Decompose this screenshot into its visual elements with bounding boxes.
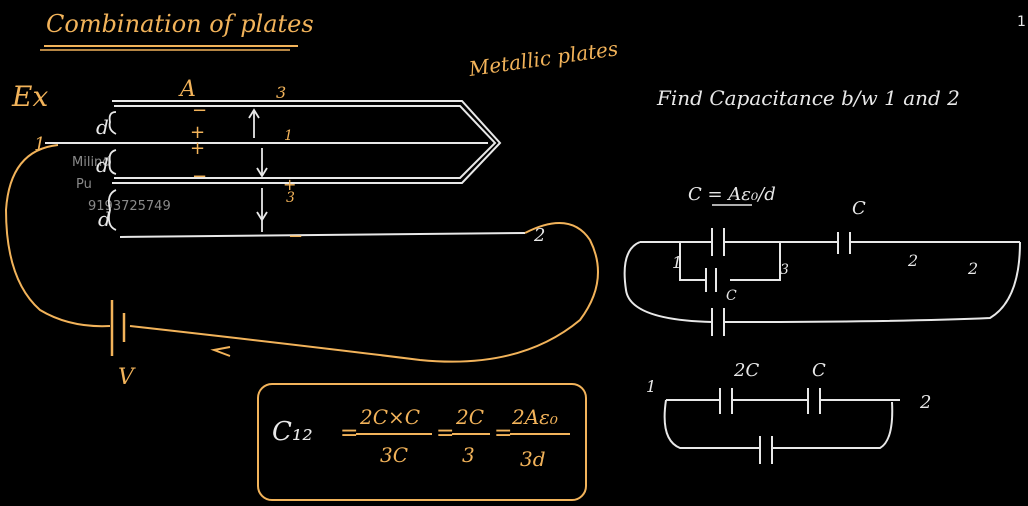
circuit-1-node-1: 1 bbox=[672, 253, 682, 272]
gap-label-3: d bbox=[98, 207, 111, 231]
charge-1: − bbox=[192, 100, 207, 121]
circuit-1-label-c-mid: C bbox=[726, 288, 737, 304]
braces bbox=[107, 111, 117, 231]
circuit-1-node-3: 3 bbox=[780, 262, 789, 278]
left-wire bbox=[4, 144, 599, 363]
circuit-1-node-2a: 2 bbox=[907, 251, 918, 270]
gap-label-2: d bbox=[96, 153, 109, 177]
equals-3: = bbox=[494, 421, 512, 446]
result-box bbox=[257, 383, 587, 501]
fraction-2-num: 2C bbox=[455, 405, 484, 429]
plates bbox=[45, 100, 526, 238]
bottom-plate bbox=[119, 232, 526, 238]
fraction-1-num: 2C×C bbox=[359, 405, 420, 429]
fraction-3-num: 2Aε₀ bbox=[511, 405, 558, 429]
circuit-2-node-1: 1 bbox=[646, 377, 656, 396]
plate-node-3-top: 3 bbox=[276, 83, 286, 102]
task-text: Find Capacitance b/w 1 and 2 bbox=[656, 86, 960, 110]
metallic-plates-note: Metallic plates bbox=[466, 36, 619, 81]
plate-node-1: 1 bbox=[284, 128, 293, 144]
brace-3 bbox=[107, 189, 117, 231]
circuit-2-label-c: C bbox=[812, 360, 826, 381]
charge-3: + bbox=[190, 138, 205, 159]
brace-1 bbox=[108, 111, 117, 135]
circuit-2-node-2: 2 bbox=[919, 392, 931, 413]
node-1-label: 1 bbox=[34, 134, 45, 155]
brace-2 bbox=[108, 149, 117, 175]
watermark-line-2: Pu bbox=[76, 177, 92, 192]
circuit-1-node-2b: 2 bbox=[967, 259, 978, 278]
page-number: 1 bbox=[1017, 14, 1026, 30]
watermark-line-1: Milind bbox=[72, 155, 111, 170]
heading: Combination of plates bbox=[46, 10, 314, 38]
plate-label-a: A bbox=[178, 77, 196, 102]
equals-2: = bbox=[436, 421, 454, 446]
capacitance-formula: C = Aε₀/d bbox=[688, 184, 776, 205]
gap-label-1: d bbox=[96, 115, 109, 139]
battery bbox=[110, 300, 126, 356]
circuit-2-label-2c: 2C bbox=[733, 360, 759, 381]
fraction-2-den: 3 bbox=[462, 443, 475, 467]
charge-5: + bbox=[283, 175, 296, 194]
equals-1: = bbox=[340, 421, 358, 446]
charge-2: + bbox=[190, 122, 205, 143]
field-arrows bbox=[248, 108, 268, 232]
result-lhs: C₁₂ bbox=[272, 417, 313, 447]
outer-plate-inner-edge bbox=[114, 105, 497, 179]
plate-node-3-bottom: 3 bbox=[286, 190, 295, 206]
circuit-1-wires bbox=[623, 228, 1021, 336]
fraction-3-den: 3d bbox=[520, 447, 546, 471]
example-label: Ex bbox=[11, 80, 48, 113]
circuit-2-wires bbox=[663, 388, 900, 464]
fraction-1-den: 3C bbox=[380, 443, 408, 467]
charge-4: − bbox=[192, 166, 207, 187]
battery-label: V bbox=[118, 365, 136, 390]
current-arrow bbox=[210, 346, 231, 357]
circuit-1-label-c-top: C bbox=[852, 198, 866, 219]
plate-node-2: 2 bbox=[533, 225, 545, 246]
outer-plate-connected bbox=[112, 100, 502, 184]
charge-6: − bbox=[288, 226, 303, 247]
